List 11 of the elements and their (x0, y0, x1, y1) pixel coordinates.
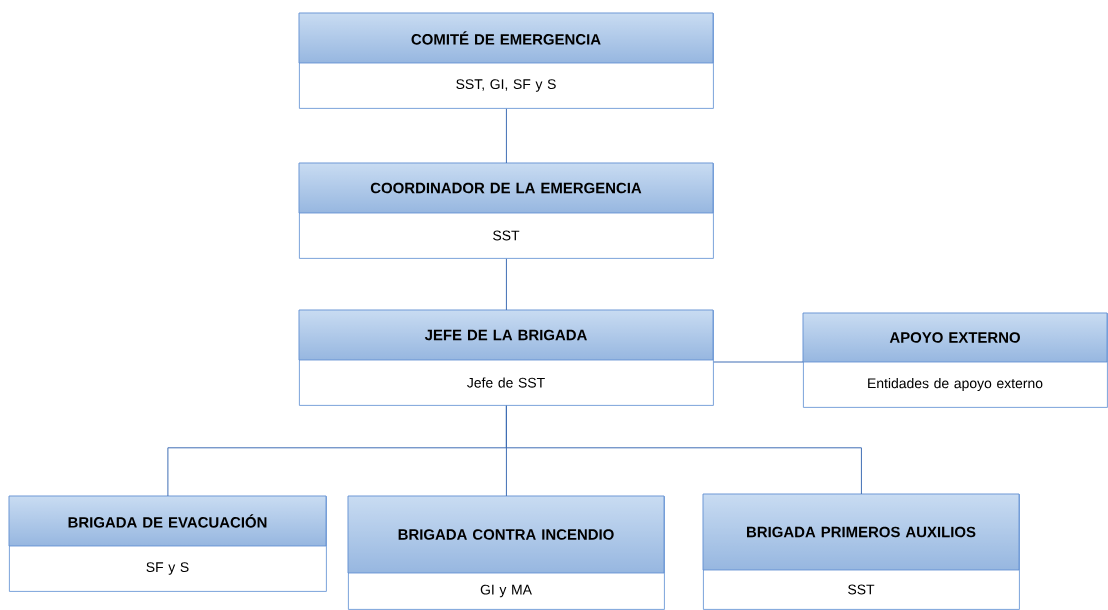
org-box: BRIGADA DE EVACUACIÓN SF y S (8, 495, 327, 592)
connector-line (505, 258, 507, 311)
org-box: JEFE DE LA BRIGADA Jefe de SST (298, 309, 714, 406)
connector-line (713, 361, 804, 363)
connector-line (505, 405, 862, 495)
org-box: BRIGADA PRIMEROS AUXILIOS SST (702, 493, 1020, 610)
org-box: APOYO EXTERNO Entidades de apoyo externo (802, 312, 1108, 408)
connector-line (505, 108, 507, 164)
org-box: COMITÉ DE EMERGENCIA SST, GI, SF y S (298, 12, 714, 109)
org-box: COORDINADOR DE LA EMERGENCIA SST (298, 162, 714, 259)
org-box: BRIGADA CONTRA INCENDIO GI y MA (347, 495, 665, 610)
